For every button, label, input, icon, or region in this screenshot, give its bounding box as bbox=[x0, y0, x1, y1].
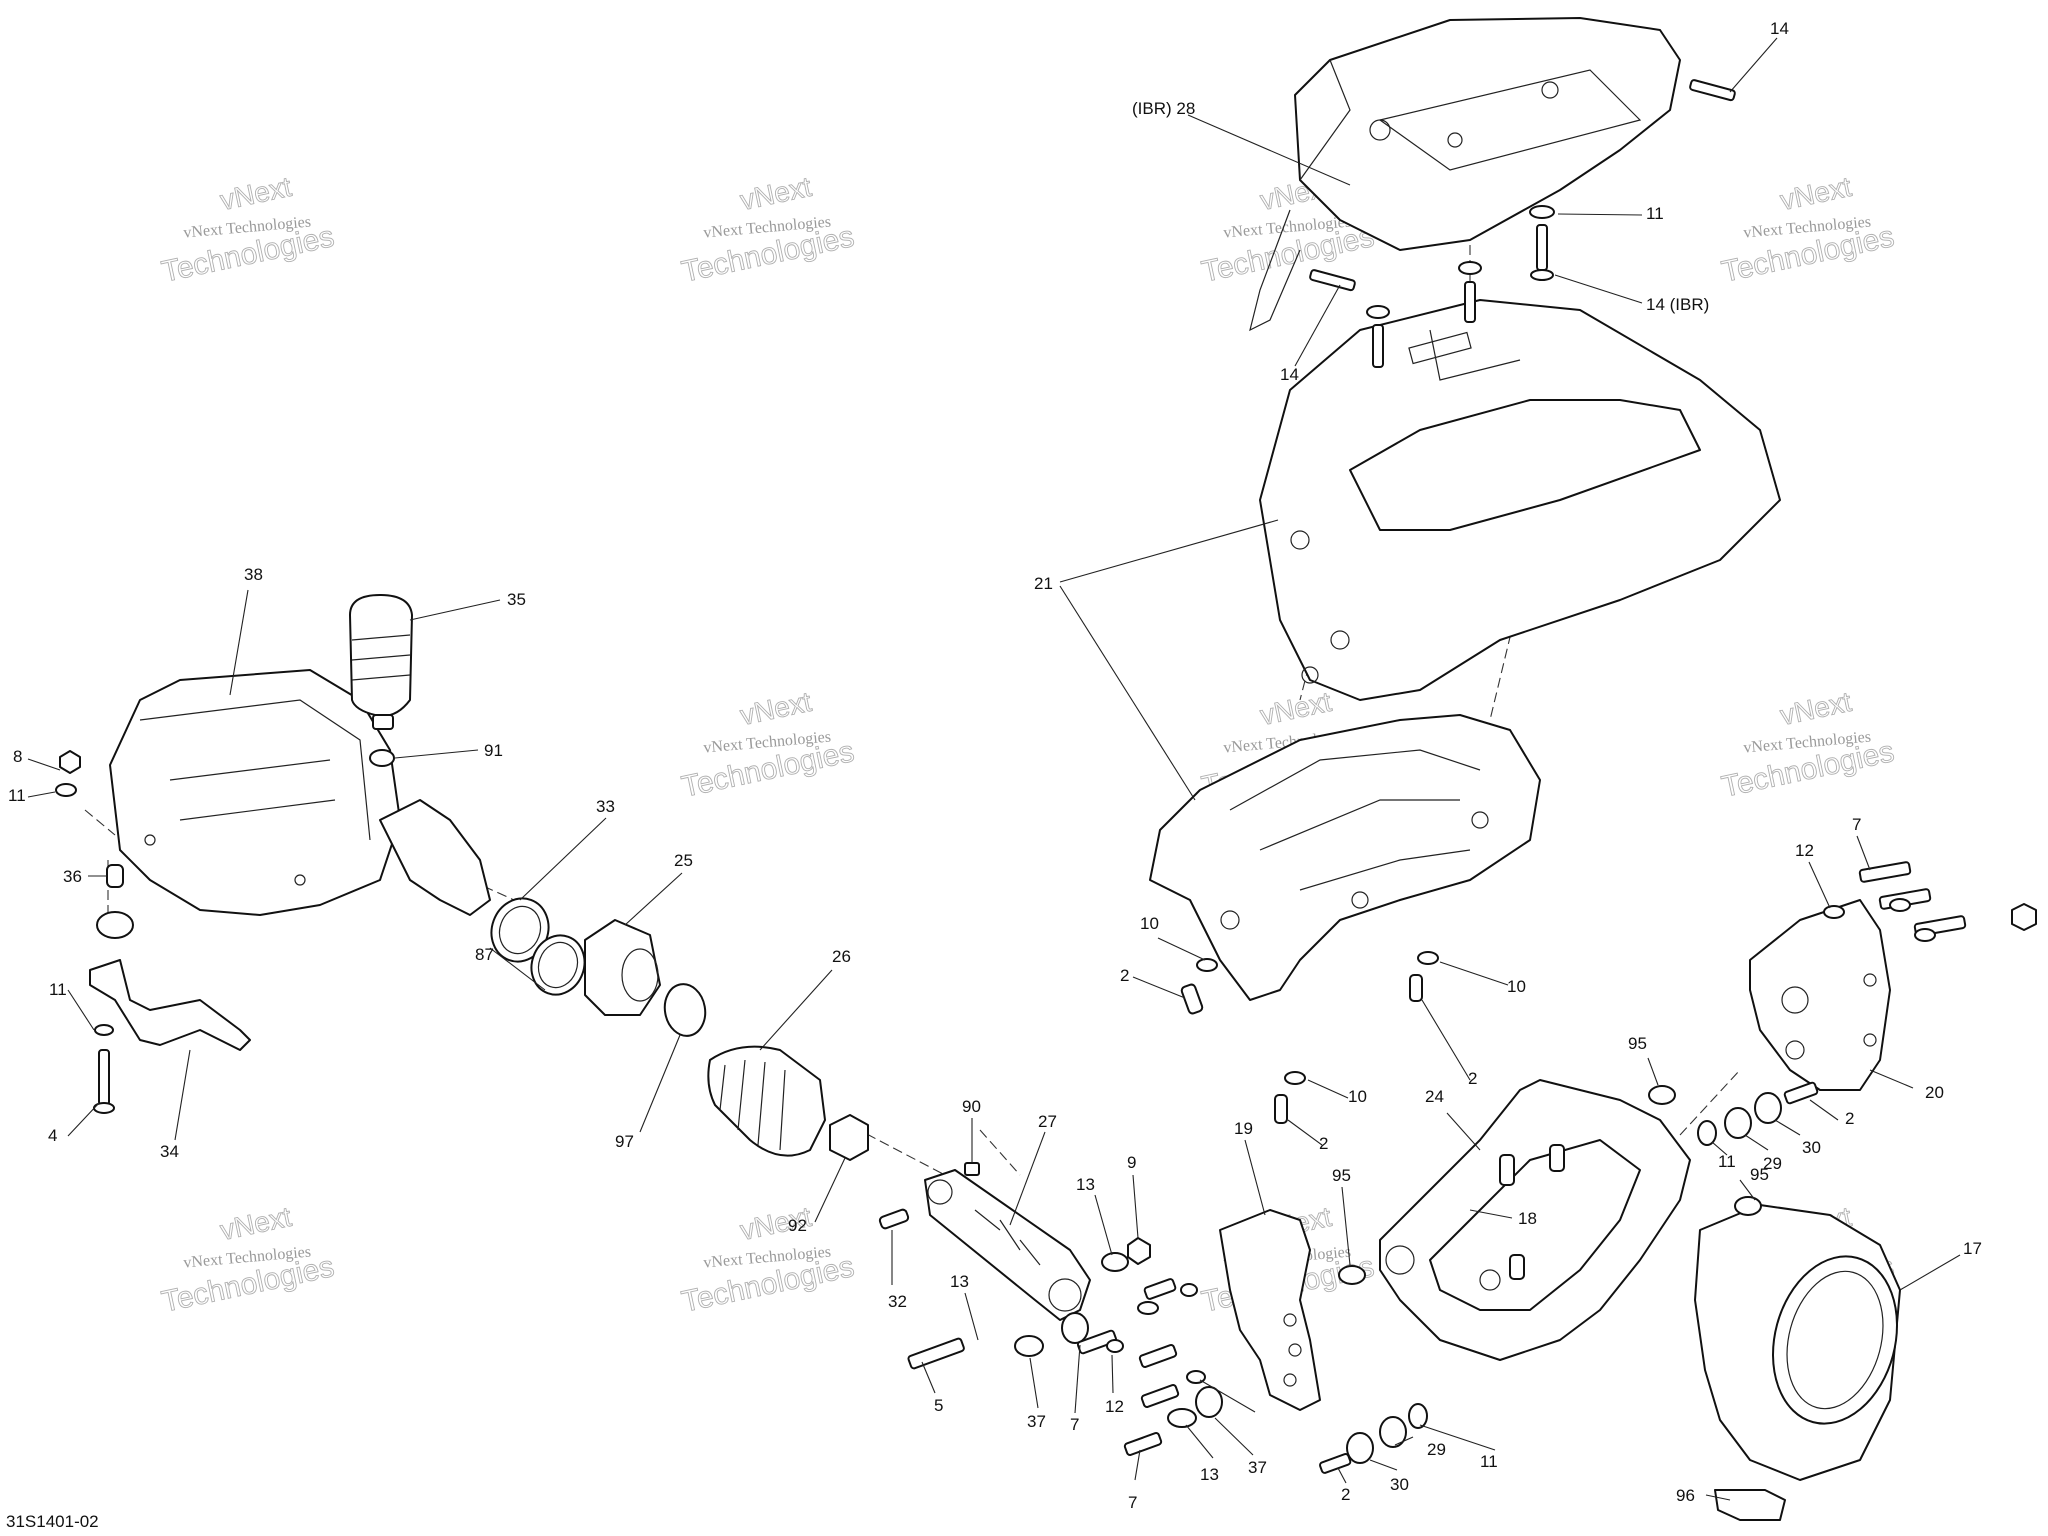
svg-text:vNext: vNext bbox=[1777, 171, 1854, 216]
callout-label: 35 bbox=[507, 590, 526, 609]
top-cover-part-28 bbox=[1249, 17, 1681, 332]
callout-label: 87 bbox=[475, 945, 494, 964]
svg-text:vNext: vNext bbox=[1777, 686, 1854, 731]
mount-part-20 bbox=[1749, 899, 2037, 1091]
assembly-line bbox=[979, 1129, 1021, 1176]
callout-label: 91 bbox=[484, 741, 503, 760]
callout-labels: 14 (IBR) 28 11 14 (IBR) 14 21 38 35 8 91… bbox=[8, 19, 1982, 1512]
callout-label: 34 bbox=[160, 1142, 179, 1161]
watermark: vNext Technologies vNext Technologies bbox=[158, 1200, 337, 1319]
callout-label: 95 bbox=[1750, 1165, 1769, 1184]
watermark: vNext Technologies vNext Technologies bbox=[678, 685, 857, 804]
callout-label: 7 bbox=[1070, 1415, 1079, 1434]
boot-part-35 bbox=[349, 594, 413, 730]
shroud-part-21 bbox=[1259, 299, 1781, 701]
drawing-reference-number: 31S1401-02 bbox=[6, 1512, 99, 1531]
callout-label: 8 bbox=[13, 747, 22, 766]
small-hardware-left bbox=[55, 750, 251, 1114]
callout-label: 92 bbox=[788, 1216, 807, 1235]
svg-text:vNext: vNext bbox=[737, 686, 814, 731]
callout-label: 32 bbox=[888, 1292, 907, 1311]
callout-label: 2 bbox=[1845, 1109, 1854, 1128]
callout-label: 11 bbox=[49, 980, 67, 999]
callout-label: 27 bbox=[1038, 1112, 1057, 1131]
callout-label: (IBR) 28 bbox=[1132, 99, 1195, 118]
outlet-part-17 bbox=[1694, 1204, 1901, 1521]
clamp-part-91 bbox=[369, 749, 395, 767]
callout-label: 13 bbox=[1076, 1175, 1095, 1194]
callout-label: 29 bbox=[1763, 1154, 1782, 1173]
heat-shield-part-21 bbox=[1149, 714, 1541, 1001]
callout-label: 18 bbox=[1518, 1209, 1537, 1228]
callout-label: 30 bbox=[1802, 1138, 1821, 1157]
callout-label: 11 bbox=[8, 786, 26, 805]
svg-text:vNext: vNext bbox=[217, 1201, 294, 1246]
hardware-fasteners bbox=[907, 79, 1967, 1474]
callout-label: 95 bbox=[1332, 1166, 1351, 1185]
callout-label: 95 bbox=[1628, 1034, 1647, 1053]
svg-text:vNext: vNext bbox=[737, 171, 814, 216]
callout-label: 11 bbox=[1646, 204, 1664, 223]
callout-label: 29 bbox=[1427, 1440, 1446, 1459]
bracket-part-19 bbox=[1219, 1209, 1321, 1411]
callout-label: 33 bbox=[596, 797, 615, 816]
callout-label: 19 bbox=[1234, 1119, 1253, 1138]
svg-text:vNext: vNext bbox=[1257, 686, 1334, 731]
callout-label: 11 bbox=[1480, 1452, 1498, 1471]
callout-label: 30 bbox=[1390, 1475, 1409, 1494]
callout-label: 36 bbox=[63, 867, 82, 886]
link-arm-part-27 bbox=[878, 1162, 1091, 1321]
callout-label: 21 bbox=[1034, 574, 1053, 593]
callout-label: 14 (IBR) bbox=[1646, 295, 1709, 314]
callout-label: 24 bbox=[1425, 1087, 1444, 1106]
callout-label: 10 bbox=[1348, 1087, 1367, 1106]
callout-label: 2 bbox=[1341, 1485, 1350, 1504]
callout-label: 12 bbox=[1105, 1397, 1124, 1416]
watermark: vNext Technologies vNext Technologies bbox=[678, 170, 857, 289]
callout-label: 37 bbox=[1248, 1458, 1267, 1477]
watermark: vNext Technologies vNext Technologies bbox=[678, 1200, 857, 1319]
callout-label: 38 bbox=[244, 565, 263, 584]
callout-label: 10 bbox=[1140, 914, 1159, 933]
box-part-38 bbox=[109, 669, 491, 916]
drive-shaft-parts bbox=[490, 897, 869, 1161]
callout-label: 2 bbox=[1319, 1134, 1328, 1153]
callout-label: 7 bbox=[1128, 1493, 1137, 1512]
callout-label: 2 bbox=[1120, 966, 1129, 985]
watermark: vNext Technologies vNext Technologies bbox=[1718, 170, 1897, 289]
callout-label: 11 bbox=[1718, 1152, 1736, 1171]
callout-label: 2 bbox=[1468, 1069, 1477, 1088]
callout-label: 97 bbox=[615, 1132, 634, 1151]
assembly-line bbox=[84, 809, 116, 836]
callout-label: 17 bbox=[1963, 1239, 1982, 1258]
callout-label: 9 bbox=[1127, 1153, 1136, 1172]
svg-text:vNext: vNext bbox=[217, 171, 294, 216]
callout-label: 10 bbox=[1507, 977, 1526, 996]
callout-label: 20 bbox=[1925, 1083, 1944, 1102]
leader-lines bbox=[27, 37, 1961, 1501]
watermark: vNext Technologies vNext Technologies bbox=[158, 170, 337, 289]
frame-part-24 bbox=[1379, 1079, 1691, 1361]
callout-label: 12 bbox=[1795, 841, 1814, 860]
callout-label: 37 bbox=[1027, 1412, 1046, 1431]
callout-label: 5 bbox=[934, 1396, 943, 1415]
callout-label: 14 bbox=[1770, 19, 1789, 38]
callout-label: 14 bbox=[1280, 365, 1299, 384]
callout-label: 13 bbox=[1200, 1465, 1219, 1484]
callout-label: 90 bbox=[962, 1097, 981, 1116]
callout-label: 13 bbox=[950, 1272, 969, 1291]
callout-label: 26 bbox=[832, 947, 851, 966]
callout-label: 96 bbox=[1676, 1486, 1695, 1505]
callout-label: 25 bbox=[674, 851, 693, 870]
callout-label: 7 bbox=[1852, 815, 1861, 834]
watermark: vNext Technologies vNext Technologies bbox=[1718, 685, 1897, 804]
callout-label: 4 bbox=[48, 1126, 57, 1145]
